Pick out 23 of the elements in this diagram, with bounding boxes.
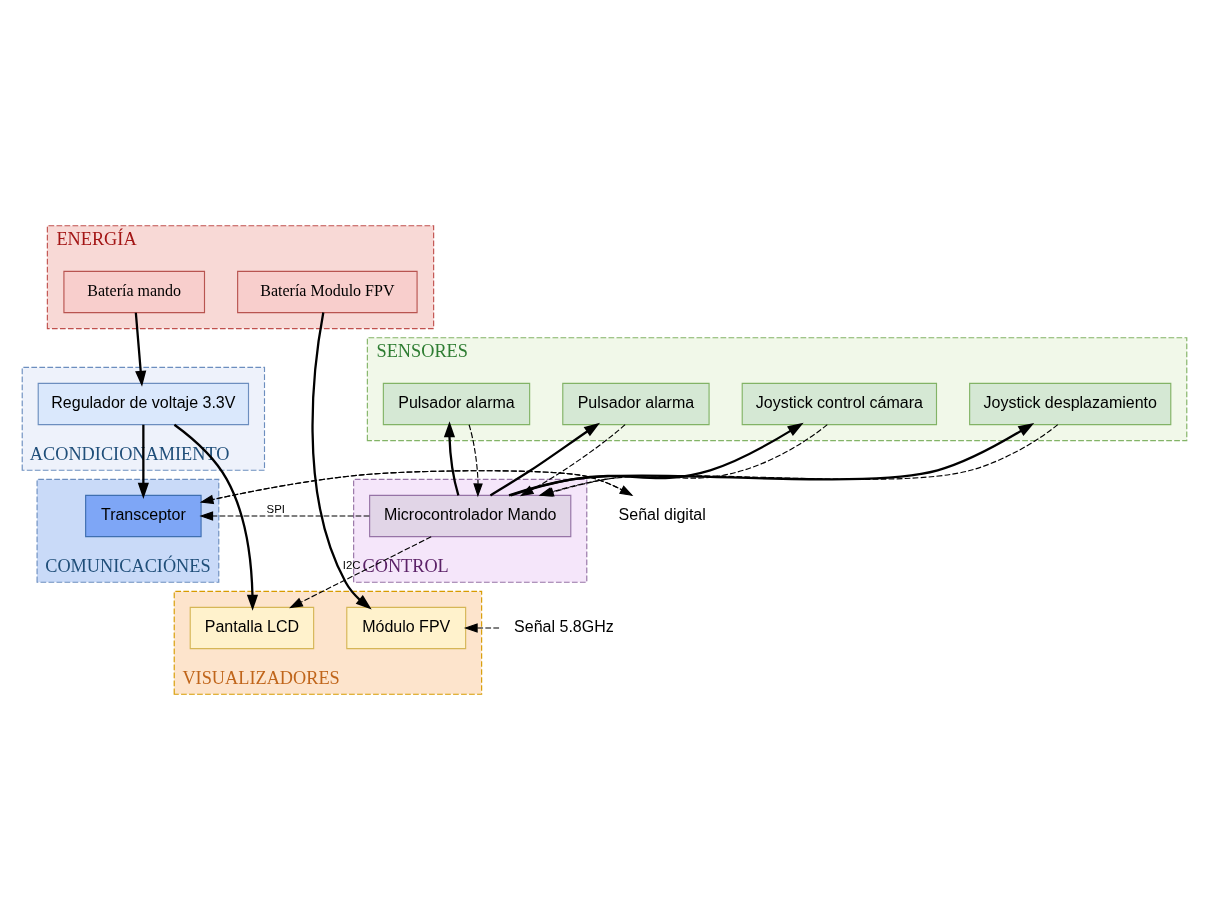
arrow [468,423,483,497]
arrow [463,622,500,633]
node-box: Transceptor [85,494,202,537]
node-box: Joystick desplazamiento [969,382,1172,425]
arrow [311,311,372,609]
node-box: Microcontrolador Mando [369,494,572,537]
node-box: Módulo FPV [346,606,467,649]
node-box: Regulador de voltaje 3.3V [37,382,250,425]
node-box: Pantalla LCD [189,606,315,649]
arrow [173,423,259,611]
node-text: Señal 5.8GHz [514,617,614,635]
node-text: Señal digital [618,505,706,523]
arrow [443,420,460,496]
arrow [137,424,149,499]
node-box: Joystick control cámara [741,382,938,425]
edge-label: SPI [266,502,285,515]
node-box: Batería mando [63,270,206,313]
node-box: Pulsador alarma [382,382,531,425]
arrow [289,535,432,608]
node-box: Pulsador alarma [562,382,710,425]
arrow [199,510,370,521]
node-box: Batería Modulo FPV [237,270,418,313]
arrow [134,312,147,387]
